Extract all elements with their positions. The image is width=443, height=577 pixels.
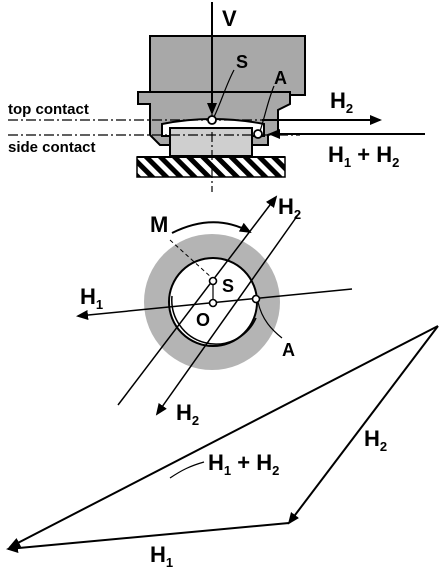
triangle-label-h1: H1 — [150, 542, 173, 570]
force-label-h1-plan: H1 — [80, 284, 103, 312]
label-a-plan: A — [282, 340, 295, 360]
housing-block — [149, 35, 306, 96]
leader-a — [259, 85, 275, 132]
label-s-section: S — [236, 52, 248, 72]
moment-label: M — [150, 212, 168, 237]
force-label-h1h2-section: H1 + H2 — [328, 142, 399, 170]
triangle-label-sum: H1 + H2 — [208, 450, 279, 478]
leader-s — [213, 69, 235, 118]
section-view: V S A top contact side contact H2 H1 + H… — [8, 2, 425, 192]
force-label-h2-plan-top: H2 — [278, 194, 301, 222]
inner-shadow-arc — [171, 295, 257, 345]
label-a-section: A — [274, 68, 287, 88]
leader-a-plan — [257, 301, 283, 339]
pin-post — [169, 127, 253, 157]
plan-point-s — [208, 276, 218, 286]
moment-arrow — [171, 221, 252, 234]
force-triangle: H2 H1 + H2 H1 — [6, 325, 439, 570]
triangle-sum-side — [8, 325, 439, 548]
triangle-h1-side — [6, 522, 290, 554]
ground-hatch — [136, 156, 286, 178]
plan-view: M S O A H2 H1 H2 — [76, 194, 353, 428]
leader-sum — [169, 461, 205, 479]
label-o-plan: O — [196, 310, 210, 330]
triangle-h2-side — [287, 325, 439, 525]
top-contact-label: top contact — [8, 101, 89, 118]
contact-point-a — [253, 129, 263, 139]
contact-point-s — [207, 115, 217, 125]
force-label-h2-plan-bottom: H2 — [176, 400, 199, 428]
load-label-v: V — [222, 6, 237, 31]
line-through-a — [155, 211, 301, 416]
moment-dashed-link — [169, 239, 213, 279]
plan-point-a — [251, 294, 261, 304]
force-label-h2-section: H2 — [330, 88, 353, 116]
triangle-label-h2: H2 — [364, 426, 387, 454]
side-contact-label: side contact — [8, 139, 96, 156]
label-s-plan: S — [222, 276, 234, 296]
plan-point-o — [208, 298, 218, 308]
